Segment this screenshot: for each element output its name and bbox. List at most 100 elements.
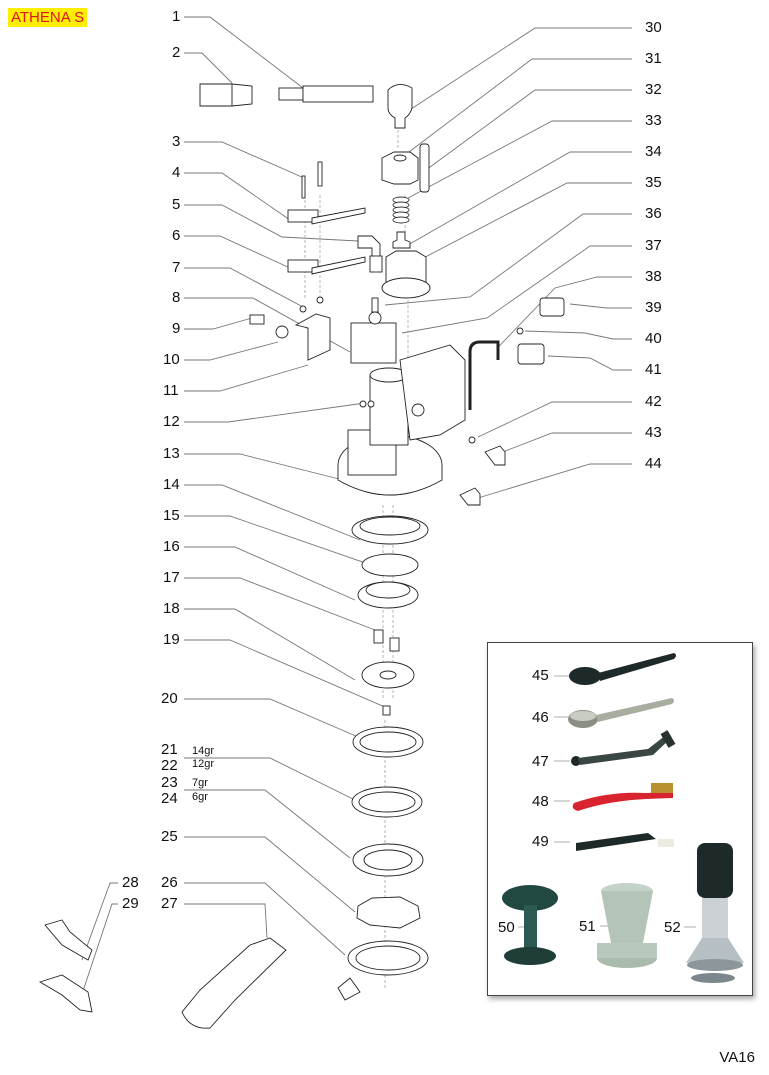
leader-4 [184, 172, 291, 221]
part-3-screw-b [317, 161, 323, 187]
part-40-ring [516, 327, 524, 335]
part-27-handle [181, 937, 287, 1029]
leader-41 [547, 355, 632, 371]
label-14: 14 [163, 476, 180, 493]
label-18: 18 [163, 600, 180, 617]
label-15: 15 [163, 507, 180, 524]
part-43-elbow [484, 445, 506, 466]
leader-35 [409, 182, 632, 266]
part-3-screw [301, 175, 306, 199]
leader-18 [184, 608, 356, 681]
drawing-code: VA16 [719, 1049, 755, 1066]
label-23: 23 [161, 774, 178, 791]
part-17-screw [373, 629, 384, 644]
label-25: 25 [161, 828, 178, 845]
label-40: 40 [645, 330, 662, 347]
leader-29 [79, 903, 118, 1001]
part-38-pipe [468, 340, 500, 410]
part-29-spout [38, 974, 93, 1013]
leader-33 [407, 120, 632, 199]
label-46: 46 [532, 709, 549, 726]
label-27: 27 [161, 895, 178, 912]
leader-24 [184, 789, 351, 859]
leader-32 [425, 89, 632, 171]
label-49: 49 [532, 833, 549, 850]
part-7-nut [299, 305, 307, 313]
part-11-bracket [294, 313, 331, 361]
leader-43 [499, 432, 632, 454]
label-24-capacity: 6gr [192, 791, 208, 803]
label-52: 52 [664, 919, 681, 936]
leader-10 [184, 341, 279, 361]
leader-3 [184, 141, 305, 179]
parts [38, 83, 565, 1029]
label-4: 4 [172, 164, 181, 181]
part-36-screw [371, 297, 379, 313]
leader-14 [184, 484, 361, 541]
accessories-art [502, 653, 744, 983]
leader-31 [404, 58, 632, 156]
label-21: 21 [161, 741, 178, 758]
accessory-50-double-tamper-icon [502, 885, 558, 965]
part-1-rod [302, 85, 374, 103]
label-47: 47 [532, 753, 549, 770]
leader-2 [184, 52, 233, 84]
label-45: 45 [532, 667, 549, 684]
part-32-pin [419, 143, 430, 193]
part-41-fitting [517, 343, 545, 365]
leader-11 [184, 364, 309, 392]
leader-6 [184, 235, 291, 269]
label-13: 13 [163, 445, 180, 462]
leader-7 [184, 267, 304, 308]
accessory-47-cleaning-tool-icon [571, 730, 676, 766]
accessory-46-steel-scoop-icon [568, 698, 674, 728]
leader-19 [184, 639, 386, 708]
label-5: 5 [172, 196, 181, 213]
part-15-gasket [361, 553, 419, 577]
part-13-column [369, 374, 409, 446]
leader-40 [524, 330, 632, 340]
part-39-fitting [539, 297, 565, 317]
leader-20 [184, 698, 359, 738]
label-48: 48 [532, 793, 549, 810]
label-8: 8 [172, 289, 181, 306]
label-26: 26 [161, 874, 178, 891]
accessory-49-black-brush-icon [576, 833, 674, 851]
leader-1 [184, 16, 304, 89]
label-51: 51 [579, 918, 596, 935]
part-4-microswitch [287, 207, 366, 225]
accessory-45-dark-scoop-icon [569, 653, 676, 685]
part-31-nut [381, 151, 419, 185]
label-23-capacity: 7gr [192, 777, 208, 789]
part-1-stem [278, 87, 304, 101]
label-44: 44 [645, 455, 662, 472]
leader-16 [184, 546, 356, 601]
label-50: 50 [498, 919, 515, 936]
label-6: 6 [172, 227, 181, 244]
label-22-capacity: 12gr [192, 758, 215, 770]
label-39: 39 [645, 299, 662, 316]
model-title-badge: ATHENA S [8, 8, 88, 27]
part-5-elbow [357, 235, 381, 259]
accessory-51-aluminium-tamper-icon [597, 883, 657, 968]
part-10-washer [275, 325, 289, 339]
label-37: 37 [645, 237, 662, 254]
label-28: 28 [122, 874, 139, 891]
label-12: 12 [163, 413, 180, 430]
leader-34 [407, 151, 632, 246]
part-44-elbow [459, 487, 481, 506]
part-9-screw [249, 314, 265, 325]
label-24: 24 [161, 790, 178, 807]
part-13-flange [399, 344, 466, 441]
leader-9 [184, 317, 253, 330]
label-36: 36 [645, 205, 662, 222]
leader-37 [401, 245, 632, 334]
label-22: 22 [161, 757, 178, 774]
label-41: 41 [645, 361, 662, 378]
part-12-oring [359, 400, 367, 408]
label-43: 43 [645, 424, 662, 441]
leader-39 [569, 303, 632, 309]
accessory-52-calibrated-tamper-icon [686, 843, 744, 983]
label-20: 20 [161, 690, 178, 707]
part-42-plug [468, 436, 476, 444]
